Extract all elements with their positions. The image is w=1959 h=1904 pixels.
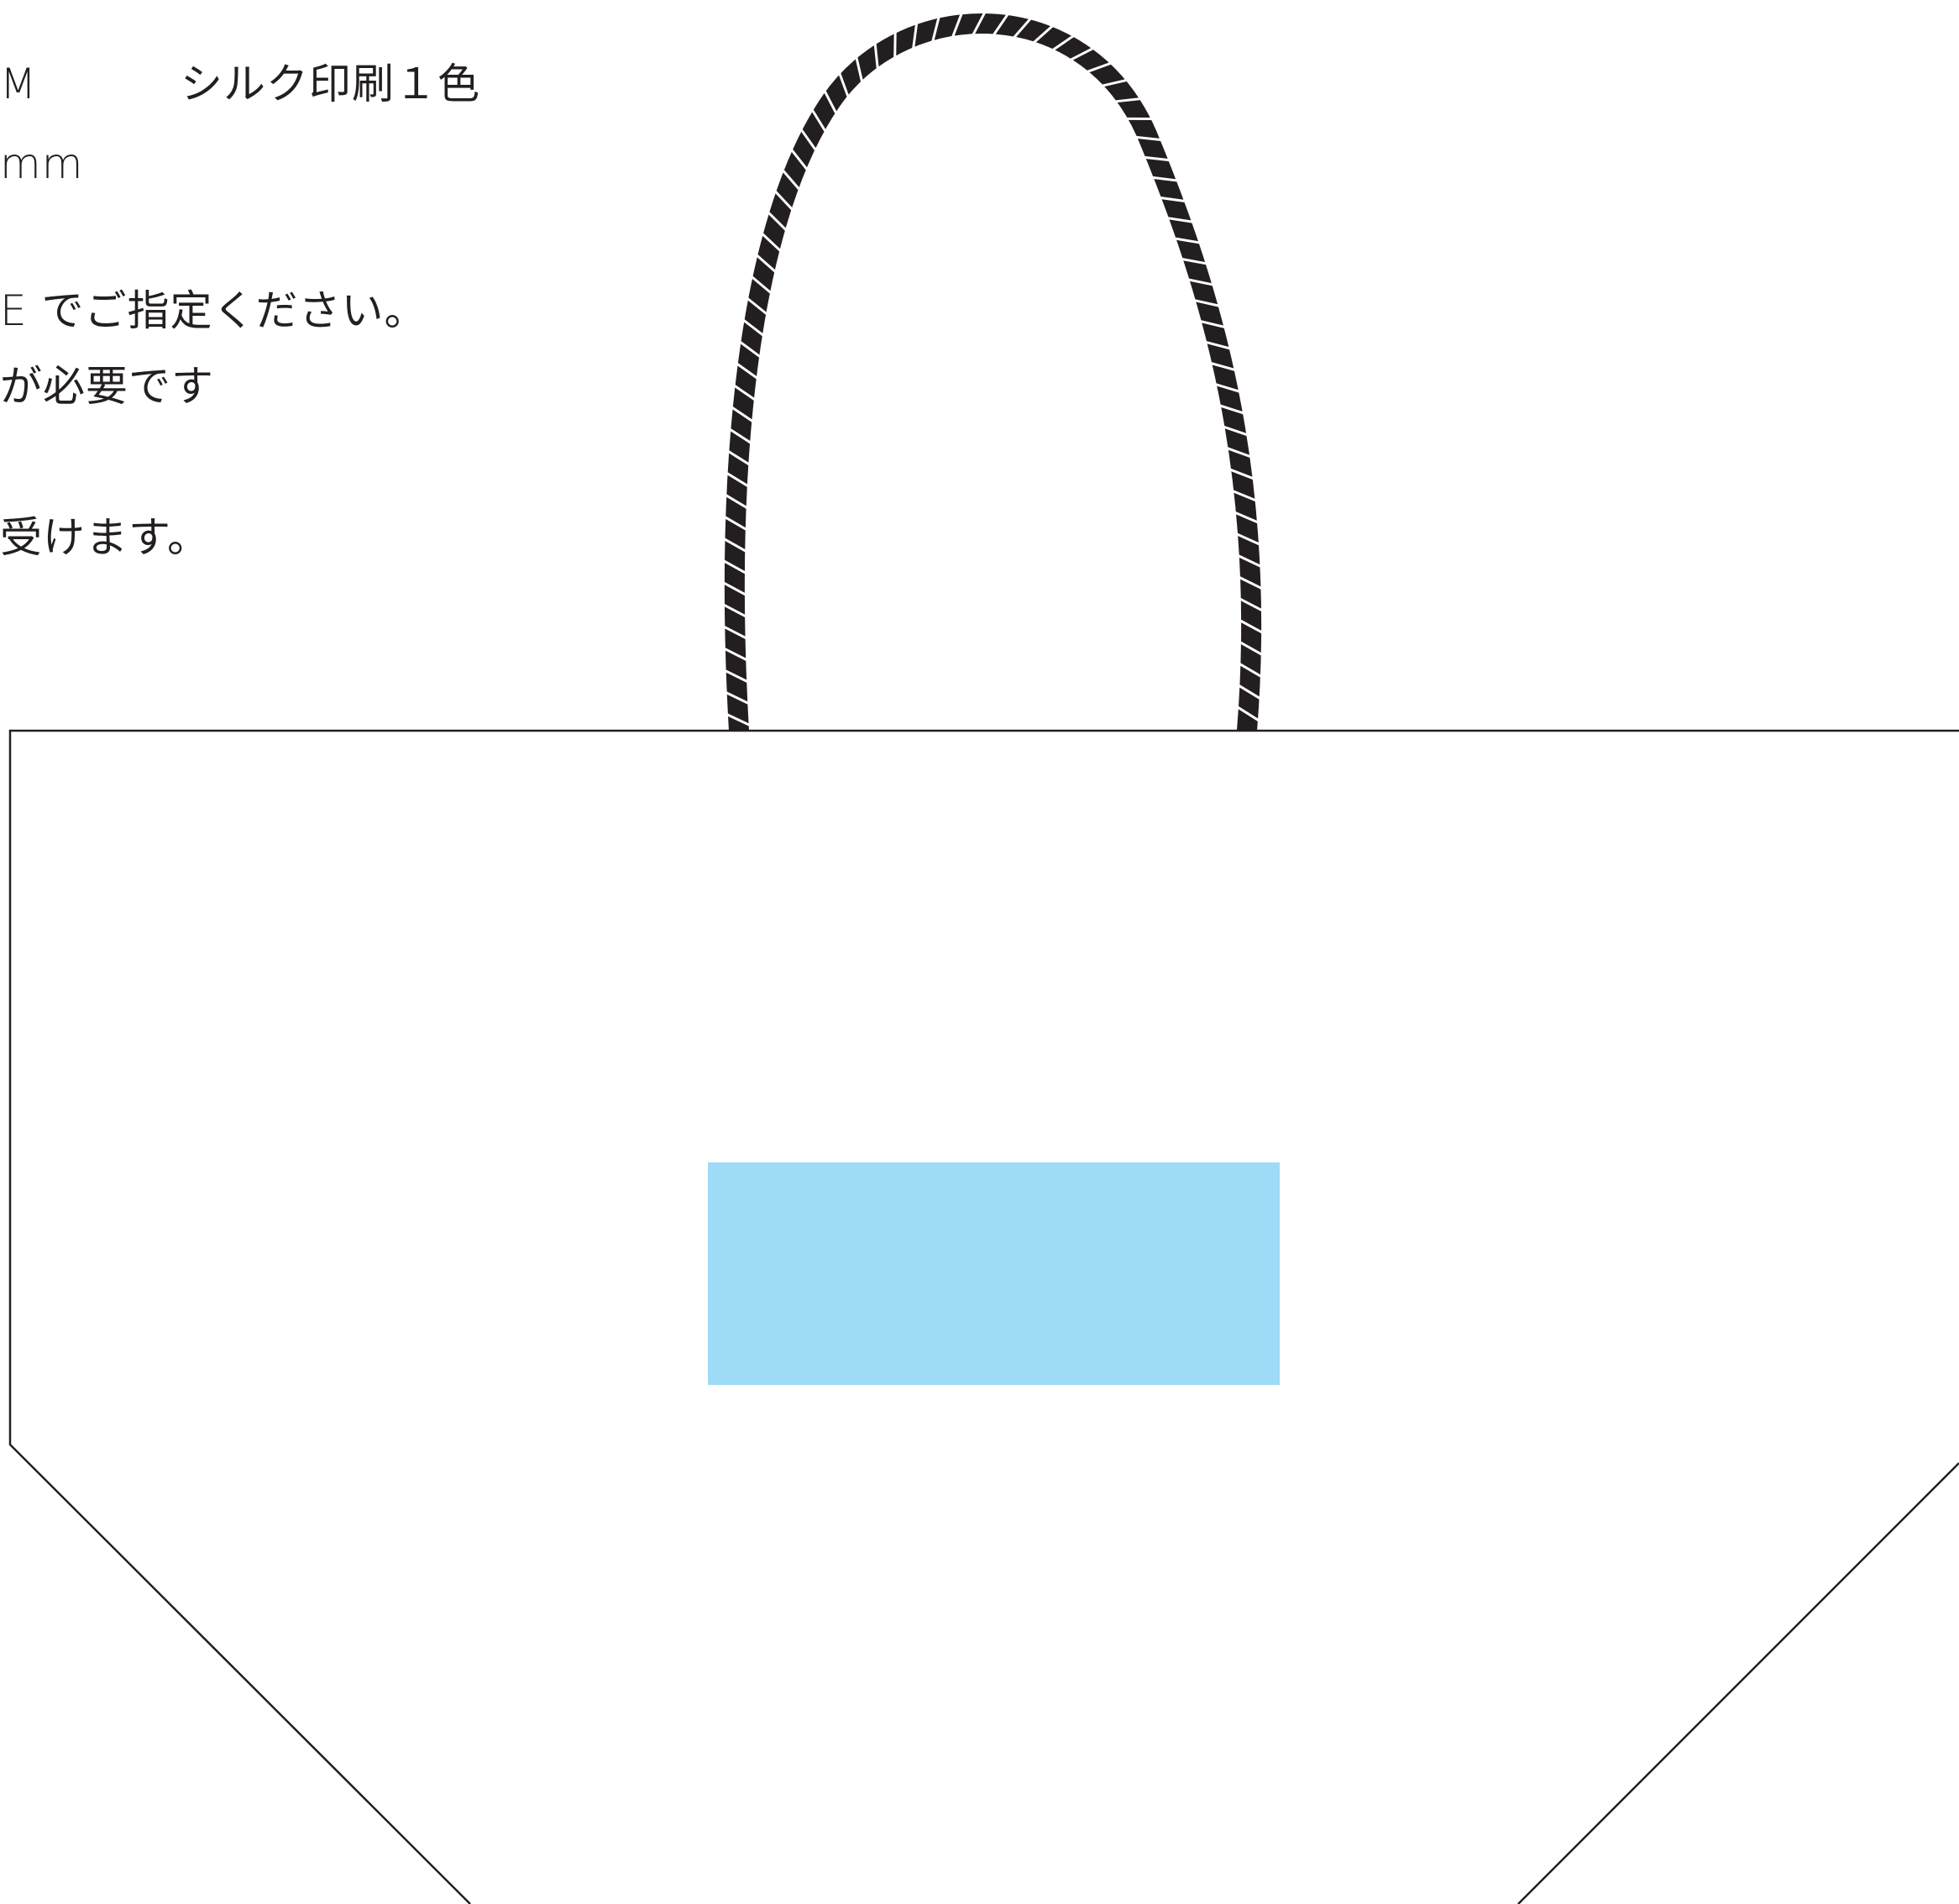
rope-twist-mark <box>724 516 747 531</box>
rope-twist-mark <box>725 472 749 488</box>
rope-twist-mark <box>951 13 963 38</box>
rope-twist-mark <box>1052 34 1075 51</box>
rope-twist-mark <box>1013 18 1032 39</box>
rope-twist-mark <box>1234 511 1259 524</box>
rope-twist-mark <box>723 603 746 618</box>
rope-twist-mark <box>774 190 794 211</box>
rope-twist-mark <box>1210 362 1236 371</box>
rope-twist-mark <box>742 319 764 337</box>
rope-twist-mark <box>1194 299 1220 307</box>
rope-twist-mark <box>767 211 788 231</box>
rope-twist-mark <box>1188 278 1213 286</box>
rope-twist-mark <box>1144 155 1170 162</box>
rope-twist-mark <box>733 384 756 401</box>
rope-twist-mark <box>1070 47 1094 61</box>
rope-twist-mark <box>855 56 863 82</box>
rope-twist-mark <box>993 13 1009 36</box>
rope-twist-mark <box>1167 217 1193 223</box>
rope-twist-mark <box>1205 341 1231 350</box>
rope-twist-mark <box>1136 135 1161 141</box>
rope-twist-mark <box>1239 597 1263 612</box>
rope-twist-mark <box>725 494 748 509</box>
dimension-unit-label: mm <box>0 139 84 188</box>
rope-twist-mark <box>726 713 751 726</box>
acceptance-text: 受けます。 <box>0 513 210 562</box>
rope-twist-marks <box>723 12 1263 726</box>
rope-twist-mark <box>811 109 827 132</box>
rope-twist-mark <box>1223 425 1248 437</box>
rope-twist-mark <box>1200 320 1225 328</box>
rope-twist-mark <box>1238 684 1261 700</box>
rope-twist-mark <box>912 23 919 49</box>
rope-twist-mark <box>838 72 850 97</box>
rope-twist-mark <box>723 626 747 640</box>
rope-twist-mark <box>1175 237 1200 244</box>
rope-twist-mark <box>724 648 747 662</box>
rope-twist-mark <box>1219 404 1244 415</box>
rope-twist-mark <box>1160 196 1186 202</box>
rope-twist-mark <box>761 233 782 252</box>
rope-twist-mark <box>1236 532 1260 546</box>
rope-twist-mark <box>1239 576 1263 590</box>
rope-twist-mark <box>723 581 746 596</box>
rope-twist-mark <box>1215 383 1240 393</box>
rope-twist-mark <box>725 691 749 705</box>
rope-twist-mark <box>1239 619 1263 634</box>
rope-twist-mark <box>823 90 838 114</box>
rope-twist-mark <box>782 170 800 191</box>
rope-twist-mark <box>1237 705 1260 722</box>
rope-twist-mark <box>1102 78 1128 87</box>
rope-twist-mark <box>1239 641 1263 656</box>
rope-twist-mark <box>1033 24 1054 44</box>
rope-twist-mark <box>756 254 777 273</box>
rope-twist-mark <box>931 17 940 42</box>
rope-twist-mark <box>727 450 751 466</box>
size-label: M <box>0 60 38 108</box>
rope-twist-mark <box>731 406 754 422</box>
rope-twist-mark <box>739 340 762 358</box>
rope-twist-mark <box>1229 468 1254 480</box>
rope-twist-mark <box>1238 554 1262 568</box>
rope-twist-mark <box>723 538 747 553</box>
print-method-label: シルク印刷１色 <box>181 60 480 108</box>
rope-twist-mark <box>1115 97 1141 103</box>
rope-handle-body <box>724 13 1262 732</box>
bag-body-outline <box>8 729 1959 1904</box>
rope-twist-mark <box>1181 258 1207 265</box>
rope-twist-mark <box>725 669 748 683</box>
rope-twist-mark <box>1087 61 1112 73</box>
rope-twist-mark <box>729 427 752 444</box>
rope-handle <box>723 12 1263 732</box>
rope-twist-mark <box>1152 176 1178 182</box>
rope-twist-mark <box>1227 447 1251 459</box>
rope-twist-mark <box>1232 490 1257 502</box>
requirement-text: が必要です <box>0 362 214 411</box>
rope-twist-mark <box>800 129 817 151</box>
rope-twist-mark <box>790 149 809 170</box>
rope-twist-mark <box>972 12 987 35</box>
rope-twist-mark <box>1239 663 1262 678</box>
rope-twist-mark <box>723 559 746 574</box>
rope-twist-mark <box>873 43 879 69</box>
rope-twist-mark <box>746 297 768 316</box>
rope-twist-mark <box>751 275 772 294</box>
rope-twist-mark <box>736 362 758 380</box>
print-area <box>708 1162 1280 1385</box>
color-instruction-text: E でご指定ください。 <box>0 286 427 335</box>
